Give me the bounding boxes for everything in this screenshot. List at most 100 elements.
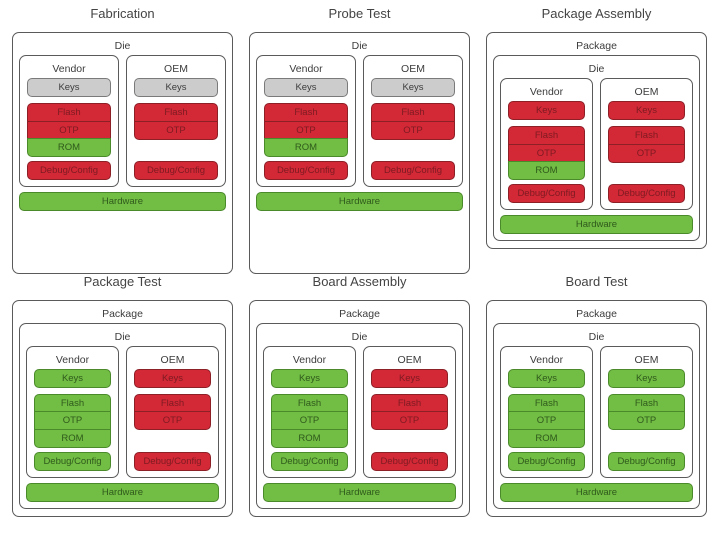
- vendor-column-label: Vendor: [289, 63, 323, 75]
- panel-title: Board Test: [565, 273, 628, 289]
- oem-column-flash-chip: Flash: [371, 103, 455, 122]
- vendor-column-otp-chip: OTP: [264, 120, 348, 140]
- oem-column-spacer: [608, 163, 685, 185]
- oem-column-label: OEM: [397, 353, 422, 366]
- die-label: Die: [351, 330, 368, 343]
- oem-column-keys-chip: Keys: [371, 78, 455, 97]
- oem-column-debug-config-chip: Debug/Config: [371, 451, 448, 471]
- vendor-column-flash-chip: Flash: [264, 103, 348, 122]
- vendor-column-flash-chip: Flash: [508, 126, 585, 145]
- oem-column-label: OEM: [164, 63, 188, 75]
- die-label: Die: [588, 63, 605, 75]
- panel-title: Package Assembly: [541, 6, 652, 21]
- oem-column-otp-chip: OTP: [134, 411, 211, 431]
- vendor-column-label: Vendor: [529, 353, 564, 366]
- oem-column-keys-chip: Keys: [134, 78, 218, 97]
- oem-column-debug-config-chip: Debug/Config: [608, 451, 685, 471]
- vendor-column-otp-chip: OTP: [34, 411, 111, 431]
- panel-title: Package Test: [83, 273, 162, 289]
- oem-column-label: OEM: [160, 353, 185, 366]
- vendor-column-otp-chip: OTP: [508, 411, 585, 431]
- oem-column-debug-config-chip: Debug/Config: [134, 451, 211, 471]
- oem-column-label: OEM: [634, 86, 659, 98]
- oem-column-keys-chip: Keys: [371, 368, 448, 388]
- vendor-column-keys-chip: Keys: [271, 368, 348, 388]
- oem-column-otp-chip: OTP: [134, 120, 218, 140]
- vendor-column-otp-chip: OTP: [27, 120, 111, 140]
- oem-column-otp-chip: OTP: [608, 411, 685, 431]
- oem-column-flash-chip: Flash: [134, 393, 211, 413]
- hardware-bar: Hardware: [256, 192, 463, 212]
- package-label: Package: [576, 40, 617, 52]
- vendor-column-keys-chip: Keys: [264, 78, 348, 97]
- vendor-column-rom-chip: ROM: [271, 428, 348, 448]
- oem-column-otp-chip: OTP: [608, 143, 685, 163]
- panel-title: Board Assembly: [312, 273, 407, 289]
- vendor-column-debug-config-chip: Debug/Config: [271, 451, 348, 471]
- oem-column-keys-chip: Keys: [134, 368, 211, 388]
- oem-column-spacer: [608, 430, 685, 452]
- package-label: Package: [576, 307, 617, 320]
- panel-title: Probe Test: [328, 6, 391, 21]
- oem-column-label: OEM: [401, 63, 425, 75]
- die-label: Die: [588, 330, 605, 343]
- package-label: Package: [102, 307, 143, 320]
- oem-column-keys-chip: Keys: [608, 368, 685, 388]
- vendor-column-label: Vendor: [292, 353, 327, 366]
- oem-column-spacer: [134, 430, 211, 452]
- vendor-column-flash-chip: Flash: [27, 103, 111, 122]
- vendor-column-rom-chip: ROM: [34, 428, 111, 448]
- hardware-bar: Hardware: [263, 482, 456, 502]
- oem-column-debug-config-chip: Debug/Config: [371, 161, 455, 181]
- vendor-column-keys-chip: Keys: [508, 101, 585, 120]
- vendor-column-label: Vendor: [52, 63, 86, 75]
- hardware-bar: Hardware: [500, 482, 693, 502]
- oem-column-otp-chip: OTP: [371, 411, 448, 431]
- vendor-column-rom-chip: ROM: [508, 428, 585, 448]
- package-label: Package: [339, 307, 380, 320]
